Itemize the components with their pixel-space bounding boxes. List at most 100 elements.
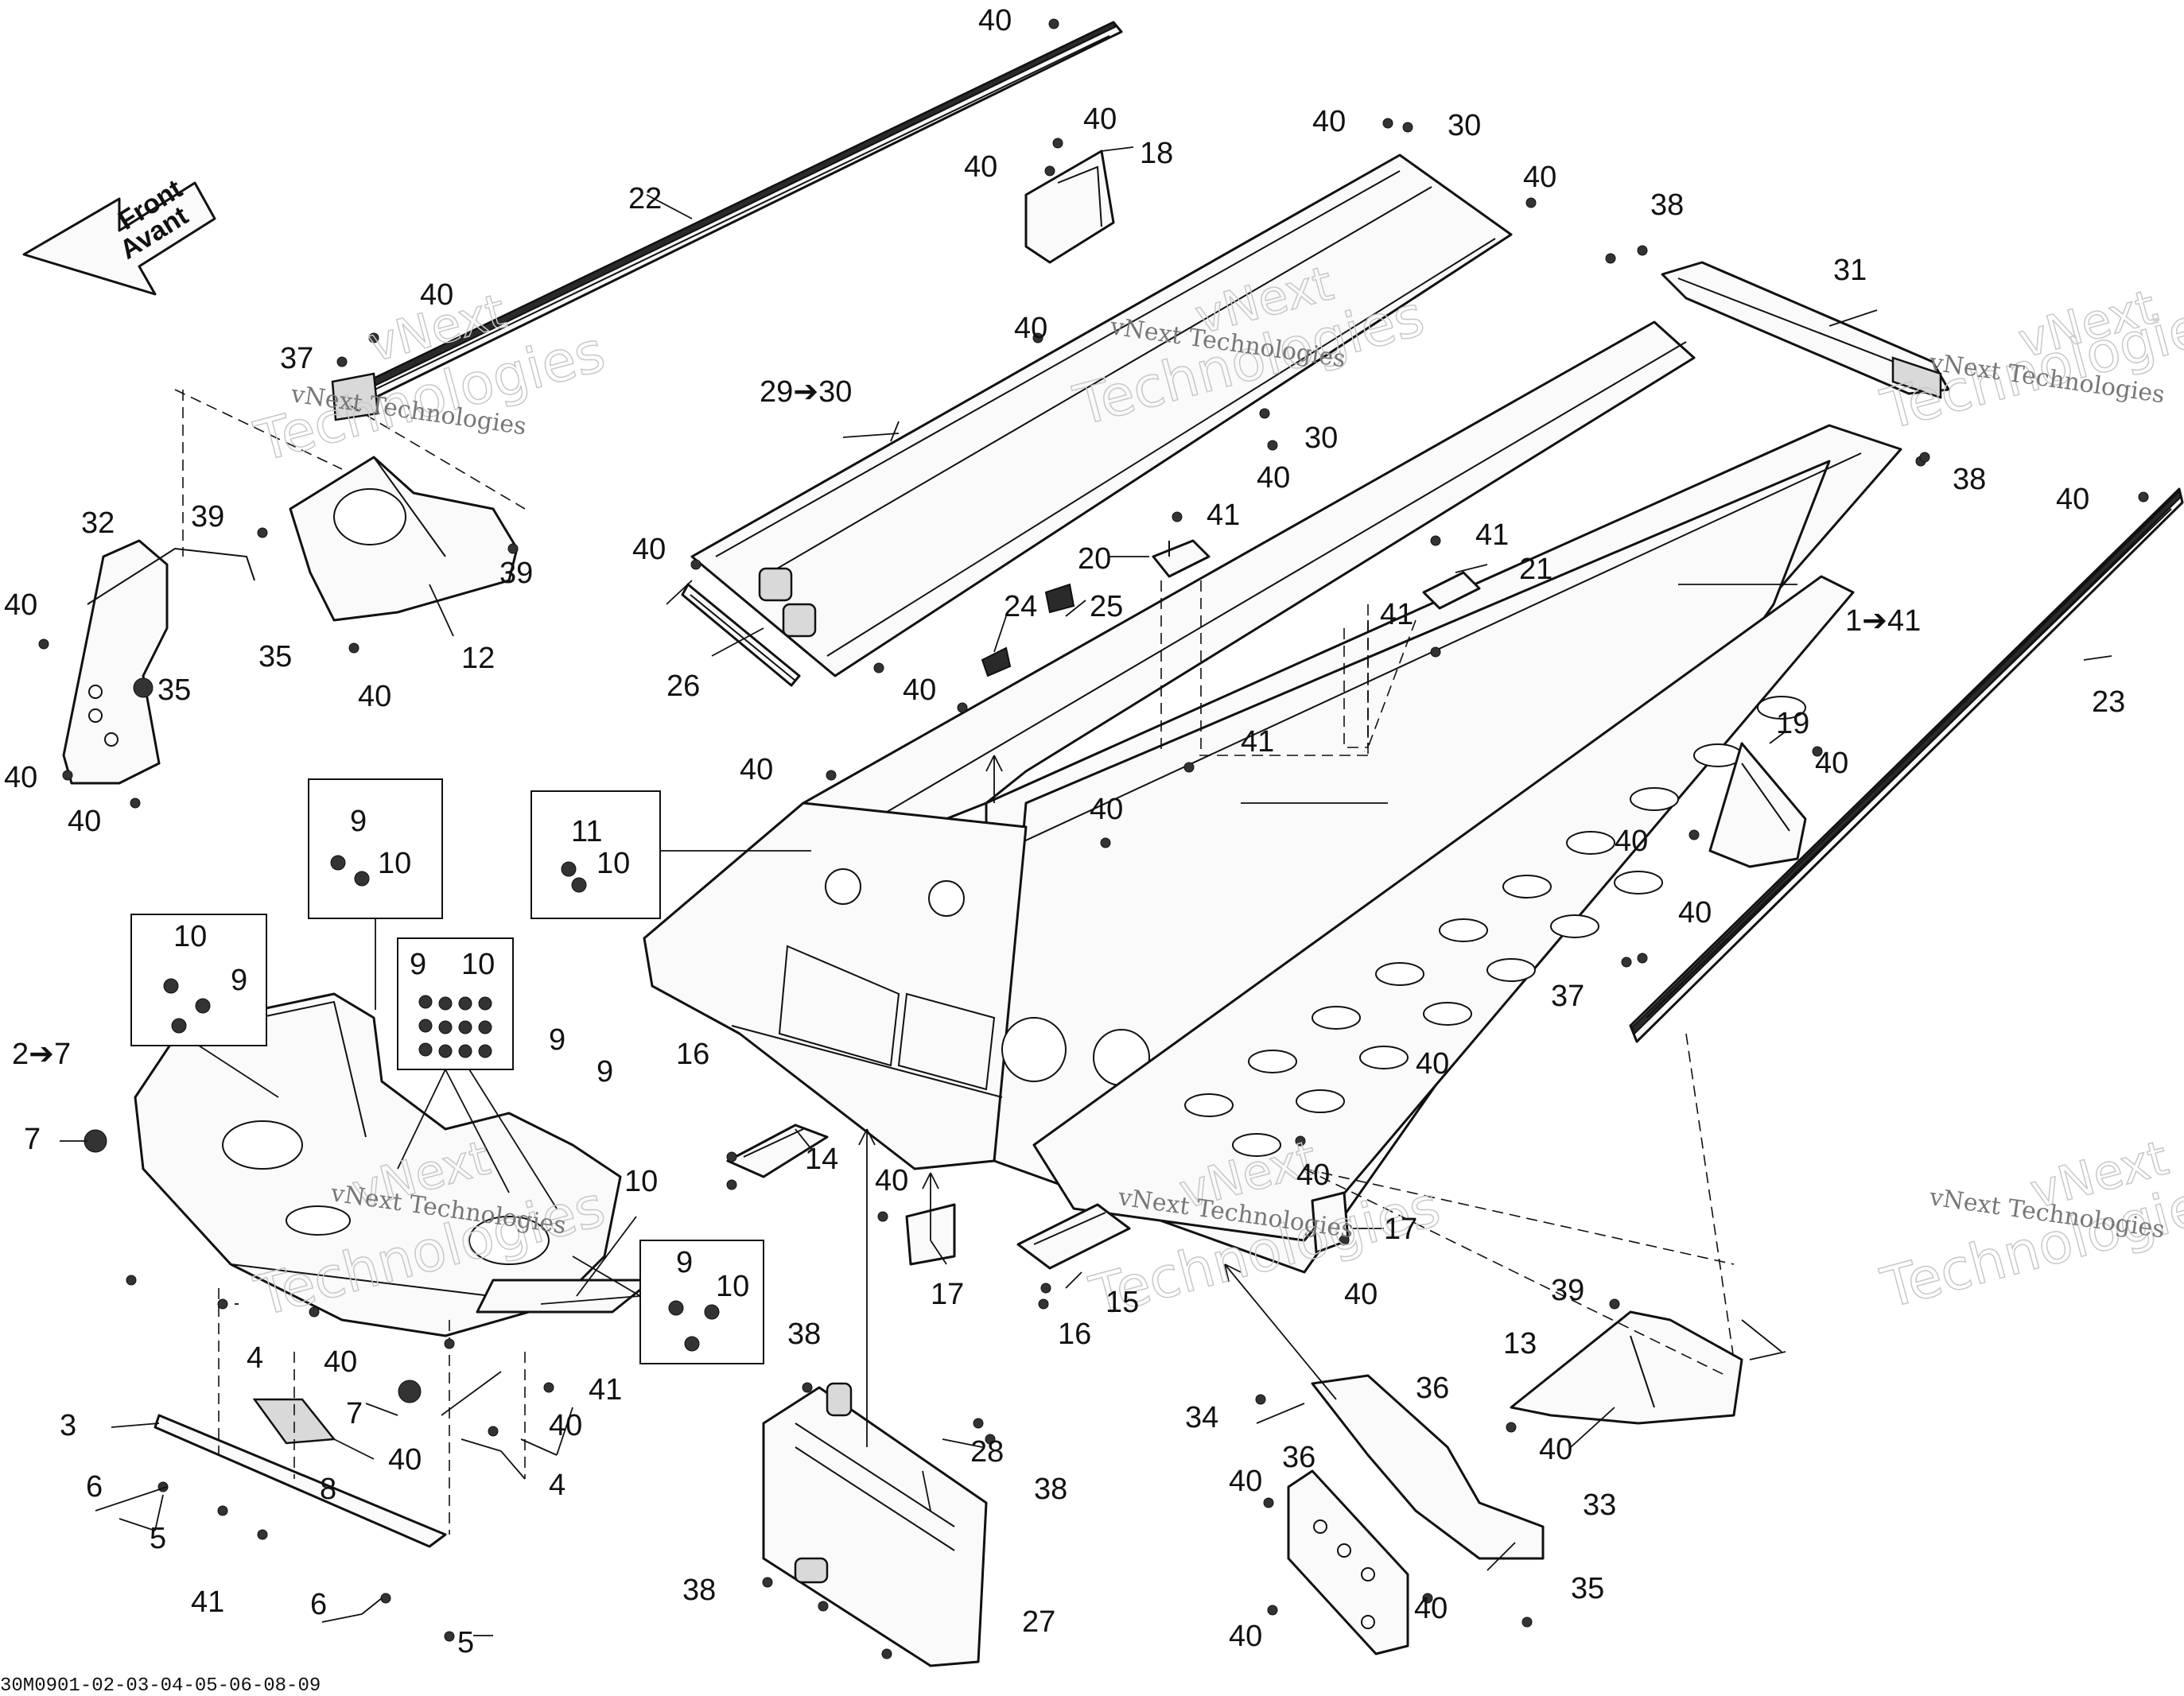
front-direction-arrow: Front Avant — [22, 174, 216, 296]
fasteners — [38, 18, 2149, 1659]
callout-28: 28 — [970, 1435, 1004, 1469]
callout-leaders — [60, 146, 2112, 1636]
callout-16: 16 — [676, 1038, 709, 1071]
callout-41: 41 — [1475, 518, 1509, 552]
assembly-dashed-lines — [174, 389, 1735, 1535]
hardware-box-2 — [530, 790, 661, 919]
callout-40: 40 — [549, 1409, 582, 1442]
hardware-box-3 — [130, 914, 267, 1046]
callout-41: 41 — [589, 1373, 622, 1407]
callout-40: 40 — [4, 588, 37, 622]
assembly-arrows — [858, 755, 1337, 1447]
bracket-24 — [981, 646, 1012, 677]
callout-40: 40 — [903, 673, 936, 707]
tunnel-side-holes — [1032, 575, 1855, 1242]
callout-40: 40 — [4, 761, 37, 794]
callout-40: 40 — [1414, 1592, 1448, 1625]
bracket-21 — [1422, 571, 1481, 610]
callout-21: 21 — [1519, 553, 1553, 586]
callout-40: 40 — [1539, 1433, 1572, 1466]
callout-10: 10 — [716, 1270, 749, 1303]
callout-31: 31 — [1833, 254, 1867, 287]
support-33 — [1287, 1374, 1545, 1655]
callout-35: 35 — [1571, 1572, 1604, 1605]
callout-38: 38 — [1034, 1473, 1067, 1506]
callout-41: 41 — [1241, 725, 1274, 759]
callout-5: 5 — [457, 1626, 474, 1659]
callout-6: 6 — [86, 1470, 103, 1504]
hardware-box-4 — [397, 937, 514, 1070]
callout-40: 40 — [875, 1164, 908, 1197]
callout-17: 17 — [1384, 1213, 1417, 1246]
radiator-27 — [762, 1382, 988, 1667]
callout-22: 22 — [628, 182, 662, 215]
gusset-18 — [1024, 149, 1115, 264]
callout-40: 40 — [2056, 483, 2089, 516]
callout-40: 40 — [1523, 161, 1556, 194]
strip-26 — [681, 583, 801, 687]
tunnel-panel-29-30 — [690, 153, 1513, 677]
hardware-box-5 — [639, 1240, 764, 1364]
callout-5: 5 — [150, 1522, 166, 1555]
callout-39: 39 — [499, 557, 533, 590]
callout-38: 38 — [1650, 188, 1684, 222]
callout-9: 9 — [410, 948, 426, 981]
callout-38: 38 — [682, 1574, 716, 1607]
callout-12: 12 — [461, 642, 495, 675]
callout-14: 14 — [805, 1143, 838, 1176]
callout-26: 26 — [666, 669, 700, 703]
callout-37: 37 — [1551, 980, 1584, 1013]
callout-9: 9 — [231, 964, 247, 997]
callout-40: 40 — [358, 680, 391, 713]
callout-10: 10 — [624, 1165, 658, 1198]
callout-35: 35 — [157, 673, 191, 707]
gusset-19 — [1708, 742, 1807, 868]
callout-35: 35 — [258, 640, 292, 673]
callout-9: 9 — [350, 805, 367, 838]
callout-41: 41 — [191, 1585, 224, 1619]
callout-29-30: 29➔30 — [760, 375, 852, 409]
box-leaders — [198, 850, 811, 1305]
callout-1-41: 1➔41 — [1845, 604, 1921, 638]
callout-40: 40 — [1257, 461, 1290, 495]
callout-15: 15 — [1106, 1286, 1139, 1319]
callout-36: 36 — [1416, 1372, 1449, 1405]
callout-6: 6 — [310, 1588, 327, 1621]
callout-4: 4 — [247, 1341, 263, 1375]
bracket-20 — [1152, 539, 1211, 578]
callout-3: 3 — [60, 1409, 76, 1442]
callout-2-7: 2➔7 — [12, 1038, 71, 1071]
callout-39: 39 — [191, 500, 224, 534]
callout-40: 40 — [1229, 1465, 1262, 1498]
callout-41: 41 — [1380, 598, 1413, 631]
callout-labels: 40 40 40 18 40 30 40 38 31 22 40 37 40 2… — [4, 4, 2125, 1659]
callout-40: 40 — [964, 150, 997, 184]
callout-9: 9 — [549, 1023, 565, 1057]
hardware-box-1 — [308, 778, 443, 919]
callout-9: 9 — [597, 1055, 613, 1089]
callout-40: 40 — [632, 533, 666, 566]
rail-23 — [1629, 487, 2184, 1043]
callout-25: 25 — [1090, 590, 1123, 623]
callout-8: 8 — [320, 1473, 336, 1506]
callout-13: 13 — [1503, 1327, 1537, 1360]
callout-33: 33 — [1583, 1488, 1616, 1522]
callout-40: 40 — [978, 4, 1012, 37]
callout-40: 40 — [740, 753, 773, 786]
callout-40: 40 — [1416, 1047, 1449, 1081]
callout-16: 16 — [1058, 1318, 1091, 1351]
callout-19: 19 — [1776, 707, 1809, 740]
callout-40: 40 — [420, 278, 453, 312]
callout-30: 30 — [1304, 421, 1338, 455]
callout-24: 24 — [1004, 590, 1037, 623]
panel-13 — [1510, 1310, 1743, 1425]
callout-10: 10 — [173, 920, 207, 953]
rail-22 — [331, 21, 1123, 421]
callout-38: 38 — [787, 1318, 821, 1351]
callout-36: 36 — [1282, 1441, 1315, 1474]
callout-32: 32 — [81, 506, 115, 540]
callout-40: 40 — [1014, 312, 1047, 345]
callout-30: 30 — [1448, 109, 1481, 142]
callout-18: 18 — [1140, 137, 1173, 170]
